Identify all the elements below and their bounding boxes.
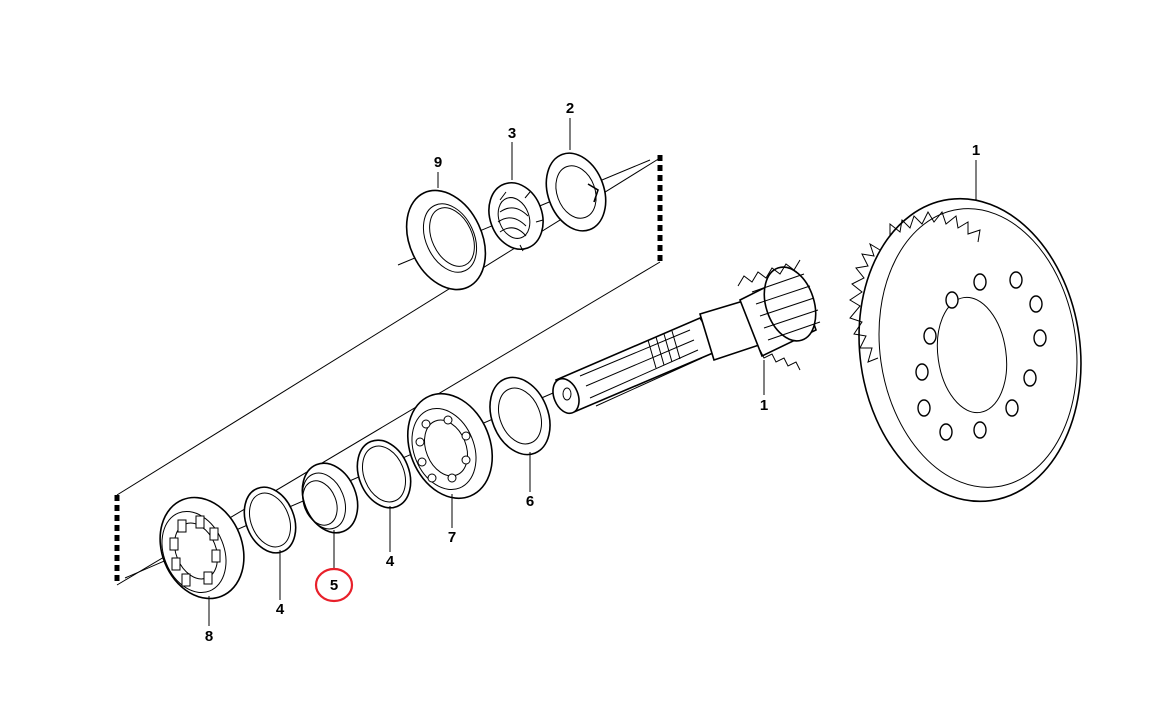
bearing-small: [159, 496, 245, 600]
label-lock-washer: 2: [566, 100, 574, 117]
ring-gear: [849, 197, 1082, 503]
spacer-sleeve: [301, 462, 359, 534]
thrust-washer: [489, 376, 551, 456]
label-pinion-shaft: 1: [760, 397, 768, 414]
label-ring-gear: 1: [972, 142, 980, 159]
label-spacer-sleeve: 5: [330, 577, 338, 594]
oil-seal: [405, 189, 487, 291]
slotted-nut: [488, 182, 544, 252]
leader-lines: [208, 118, 977, 626]
label-slotted-nut: 3: [508, 125, 516, 142]
label-bearing-large: 7: [448, 529, 456, 546]
shim-left: [243, 486, 297, 554]
bearing-large: [406, 392, 494, 500]
highlight-circle: [314, 567, 354, 603]
pinion-shaft: [552, 259, 821, 415]
label-bearing-small: 8: [205, 628, 213, 645]
shim-right: [356, 439, 412, 509]
label-thrust-washer: 6: [526, 493, 534, 510]
label-oil-seal: 9: [434, 154, 442, 171]
label-shim-left: 4: [276, 601, 285, 618]
label-shim-right: 4: [386, 553, 395, 570]
callout-labels: 1 1 2 3 4 4 5 6 7 8 9: [205, 100, 980, 645]
lock-washer: [545, 152, 607, 232]
